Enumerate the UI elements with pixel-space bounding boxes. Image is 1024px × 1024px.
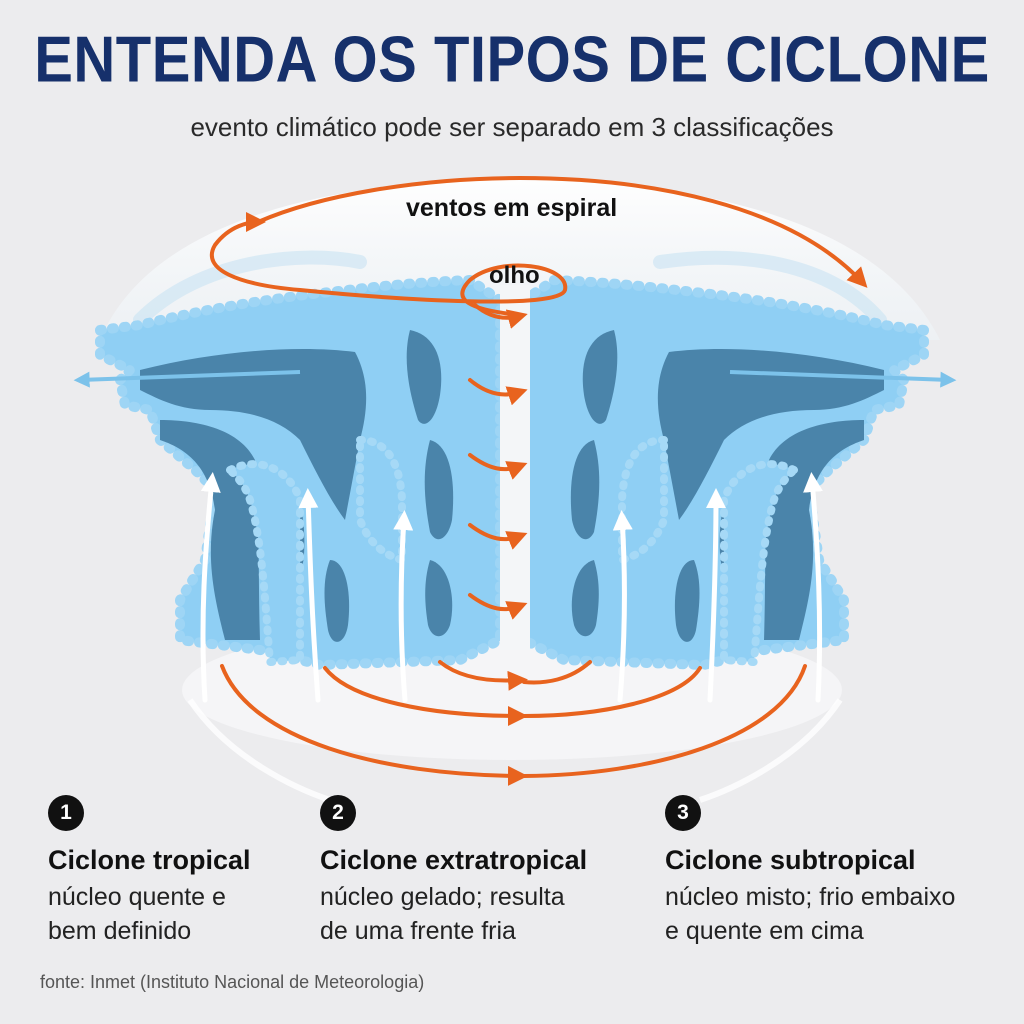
type-name: Ciclone tropical bbox=[48, 845, 251, 875]
outflow-arrow-right bbox=[729, 370, 957, 388]
type-name: Ciclone extratropical bbox=[320, 845, 588, 875]
type-desc-line: de uma frente fria bbox=[320, 917, 516, 945]
source-note: fonte: Inmet (Instituto Nacional de Mete… bbox=[40, 972, 425, 992]
page-subtitle: evento climático pode ser separado em 3 … bbox=[190, 112, 834, 142]
type-desc-line: bem definido bbox=[48, 917, 192, 945]
number-badge: 1 bbox=[48, 795, 84, 831]
type-description: núcleo quente e bem definido bbox=[48, 880, 251, 948]
eye-arcs bbox=[468, 303, 528, 620]
cyclone-types: 1 Ciclone tropical núcleo quente e bem d… bbox=[0, 795, 1024, 965]
outflow-streak-left bbox=[133, 250, 367, 327]
spiral-winds bbox=[209, 175, 868, 317]
type-subtropical: 3 Ciclone subtropical núcleo misto; frio… bbox=[665, 795, 955, 948]
outflow-arrow-left bbox=[73, 370, 301, 388]
outflow-streak-right bbox=[653, 250, 887, 327]
type-description: núcleo misto; frio embaixo e quente em c… bbox=[665, 880, 955, 948]
number-badge: 3 bbox=[665, 795, 701, 831]
type-desc-line: núcleo quente e bbox=[48, 883, 226, 911]
type-desc-line: núcleo misto; frio embaixo bbox=[665, 883, 956, 911]
cloud-left-columns bbox=[223, 435, 406, 667]
updraft-arrows bbox=[200, 472, 823, 703]
type-desc-line: núcleo gelado; resulta bbox=[320, 883, 565, 911]
type-name: Ciclone subtropical bbox=[665, 845, 916, 875]
inflow-streak bbox=[187, 698, 331, 803]
number-badge: 2 bbox=[320, 795, 356, 831]
base-inflow-arcs bbox=[220, 660, 807, 786]
inflow-streak bbox=[699, 698, 843, 803]
eye-label: olho bbox=[489, 262, 540, 289]
type-tropical: 1 Ciclone tropical núcleo quente e bem d… bbox=[48, 795, 251, 948]
spiral-winds-label: ventos em espiral bbox=[406, 194, 618, 222]
type-desc-line: e quente em cima bbox=[665, 917, 864, 945]
type-extratropical: 2 Ciclone extratropical núcleo gelado; r… bbox=[320, 795, 587, 948]
page-title: ENTENDA OS TIPOS DE CICLONE bbox=[34, 23, 990, 96]
type-description: núcleo gelado; resulta de uma frente fri… bbox=[320, 880, 587, 948]
